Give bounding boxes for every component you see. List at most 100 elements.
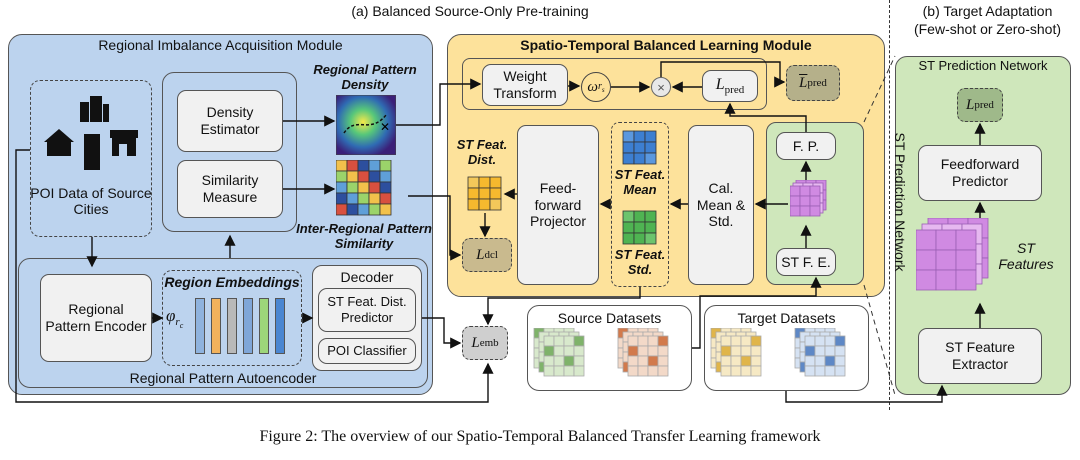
st-prediction-network-vertical-label: ST Prediction Network xyxy=(892,132,908,272)
embedding-bar xyxy=(227,298,237,354)
dataset-cell xyxy=(647,335,659,347)
poi-classifier-label: POI Classifier xyxy=(327,343,407,359)
st-feature-extractor-label: ST Feature Extractor xyxy=(945,339,1015,372)
dataset-cell xyxy=(543,335,555,347)
regional-pattern-encoder-box: Regional Pattern Encoder xyxy=(40,274,152,362)
similarity-cell xyxy=(336,203,348,216)
dataset-cell xyxy=(730,355,742,367)
grid-cell xyxy=(478,198,491,211)
grid-cell xyxy=(489,198,502,211)
feedforward-predictor-label: Feedforward Predictor xyxy=(940,156,1020,189)
dataset-cell xyxy=(563,335,575,347)
decoder-title: Decoder xyxy=(340,269,394,285)
inter-regional-similarity-caption: Inter-Regional Pattern Similarity xyxy=(296,221,432,251)
dataset-cell xyxy=(647,365,659,377)
similarity-cell xyxy=(379,160,392,172)
dataset-cell xyxy=(563,345,575,357)
dataset-cell xyxy=(720,365,732,377)
similarity-measure-box: Similarity Measure xyxy=(177,160,283,218)
st-feat-mean-label: ST Feat. Mean xyxy=(614,167,666,197)
similarity-cell xyxy=(368,181,381,194)
grid-cell xyxy=(622,152,635,165)
mean-std-container xyxy=(611,122,669,287)
st-feature-extractor-box: ST Feature Extractor xyxy=(918,328,1042,384)
poi-data-label: POI Data of Source Cities xyxy=(30,185,152,218)
grid-cell xyxy=(633,141,646,154)
dataset-cell xyxy=(814,365,826,377)
figure-caption: Figure 2: The overview of our Spatio-Tem… xyxy=(259,428,821,445)
feature-cell xyxy=(809,185,821,197)
grid-cell xyxy=(644,152,657,165)
source-dataset-grids xyxy=(533,328,669,377)
inner-st-features-cube xyxy=(790,180,827,217)
similarity-cell xyxy=(346,203,359,216)
dataset-cell xyxy=(647,345,659,357)
grid-cell xyxy=(633,232,646,245)
grid-cell xyxy=(467,187,480,200)
dataset-cell xyxy=(573,345,585,357)
dataset-cell xyxy=(573,355,585,367)
target-dataset-grids xyxy=(710,328,846,377)
source-datasets-label: Source Datasets xyxy=(557,310,662,326)
feature-cell xyxy=(799,205,811,217)
dataset-cell xyxy=(563,365,575,377)
cal-label: Cal. Mean & Std. xyxy=(696,179,746,230)
lpred-symbol: Lpred xyxy=(715,75,745,96)
similarity-cell xyxy=(346,170,359,183)
grid-cell xyxy=(467,176,480,189)
dataset-cell xyxy=(657,335,669,347)
region-embeddings-title: Region Embeddings xyxy=(164,274,300,290)
dataset-cell xyxy=(814,335,826,347)
similarity-cell xyxy=(346,160,359,172)
section-separator xyxy=(889,0,890,410)
fp-label: F. P. xyxy=(792,137,820,154)
tower-icon xyxy=(84,134,100,170)
similarity-matrix xyxy=(336,160,392,216)
right-st-features-cube xyxy=(916,218,989,291)
density-estimator-box: Density Estimator xyxy=(177,90,283,152)
grid-cell xyxy=(622,232,635,245)
right-network-title: ST Prediction Network xyxy=(918,58,1048,73)
feature-cell xyxy=(809,205,821,217)
dataset-cell xyxy=(750,335,762,347)
grid-cell xyxy=(644,221,657,234)
riam-title: Regional Imbalance Acquisition Module xyxy=(98,37,343,53)
regional-pattern-density-caption: Regional Pattern Density xyxy=(313,62,417,92)
similarity-cell xyxy=(357,192,370,205)
encoder-label: Regional Pattern Encoder xyxy=(45,301,147,334)
dataset-cell xyxy=(740,365,752,377)
dataset-cell xyxy=(720,345,732,357)
similarity-cell xyxy=(368,160,381,172)
poi-icons xyxy=(44,96,138,170)
dataset-cell xyxy=(627,335,639,347)
feature-cell xyxy=(955,249,977,271)
similarity-cell xyxy=(379,170,392,183)
weight-transform-label: Weight Transform xyxy=(493,68,557,101)
dataset-cell xyxy=(657,345,669,357)
grid-cell xyxy=(622,221,635,234)
grid-cell xyxy=(633,221,646,234)
predictor-label: ST Feat. Dist. Predictor xyxy=(327,294,407,325)
dataset-cell xyxy=(543,365,555,377)
dataset-cell xyxy=(627,345,639,357)
grid-cell xyxy=(633,130,646,143)
dataset-cell xyxy=(804,345,816,357)
dataset-cell xyxy=(824,345,836,357)
similarity-cell xyxy=(368,170,381,183)
similarity-cell xyxy=(346,192,359,205)
feature-cell xyxy=(935,249,957,271)
st-feat-mean-grid xyxy=(622,130,657,165)
feature-cell xyxy=(916,249,937,271)
similarity-cell xyxy=(357,203,370,216)
grid-cell xyxy=(644,130,657,143)
multiply-node: × xyxy=(651,77,671,97)
similarity-cell xyxy=(379,181,392,194)
feature-cell xyxy=(790,195,801,207)
dataset-cell xyxy=(750,355,762,367)
embedding-bar xyxy=(243,298,253,354)
rpa-title: Regional Pattern Autoencoder xyxy=(129,370,317,386)
target-datasets-label: Target Datasets xyxy=(737,310,836,326)
feature-cell xyxy=(955,229,977,251)
projector-label: Feed-forward Projector xyxy=(529,179,587,230)
